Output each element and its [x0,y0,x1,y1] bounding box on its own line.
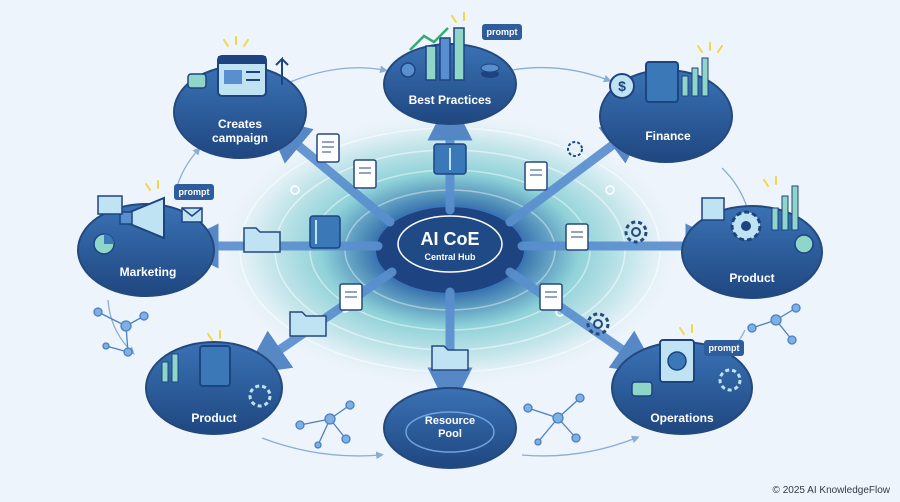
central-hub[interactable]: AI CoE Central Hub [397,215,503,273]
coin-stack-icon [480,63,500,73]
svg-text:$: $ [618,78,626,94]
dollar-coin-icon [609,73,635,99]
label-marketing: Marketing [120,265,177,279]
node-resource-pool[interactable]: Resource Pool [383,387,517,469]
trend-line-icon [409,27,449,51]
label-pool: Pool [438,428,462,440]
prompt-tag-top-label: prompt [487,27,518,37]
node-marketing[interactable]: Marketing [77,195,215,297]
document-icons [316,133,589,311]
node-product-right[interactable]: Product [681,185,823,299]
operations-gear-icon [718,368,742,392]
sparkle-icons [145,12,777,341]
node-operations[interactable]: Operations [611,339,753,435]
chart-card-icon [97,195,123,215]
hub-subtitle: Central Hub [424,252,476,262]
checklist-icon [701,197,725,221]
chat-bubble-icon [187,73,207,89]
arrow-up-icon [275,56,289,85]
label-campaign: campaign [212,131,268,145]
radial-arrows [173,95,731,413]
gear-icons [567,141,648,336]
label-finance: Finance [645,129,691,143]
prompt-tag-top: prompt [482,24,522,40]
node-finance[interactable]: $ Finance [599,57,733,163]
node-creates-campaign[interactable]: Creates campaign [173,55,307,159]
label-product-left: Product [191,411,236,425]
copyright-footer: © 2025 AI KnowledgeFlow [772,485,890,496]
location-pin-icon [400,62,416,78]
network-icons [93,303,801,449]
product-bars-icon [171,353,179,383]
bar-chart-icon [425,27,465,81]
book-icons [309,143,467,249]
product-left-gear-icon [248,384,272,408]
folder-icons [243,227,469,371]
product-book-icon [199,345,231,387]
node-product-left[interactable]: Product [145,341,283,435]
label-resource: Resource [425,415,475,427]
label-creates: Creates [218,117,262,131]
prompt-tag-right-label: prompt [709,343,740,353]
node-best-practices[interactable]: Best Practices [383,27,517,125]
prompt-tag-right: prompt [704,340,744,356]
growth-bars-icon [791,185,799,231]
label-product-right: Product [729,271,774,285]
ledger-book-icon [645,61,679,103]
label-best-practices: Best Practices [409,93,492,107]
prompt-tag-left: prompt [174,184,214,200]
hub-title: AI CoE [420,229,479,249]
operations-chat-icon [631,381,653,397]
prompt-tag-left-label: prompt [179,187,210,197]
label-operations: Operations [650,411,714,425]
